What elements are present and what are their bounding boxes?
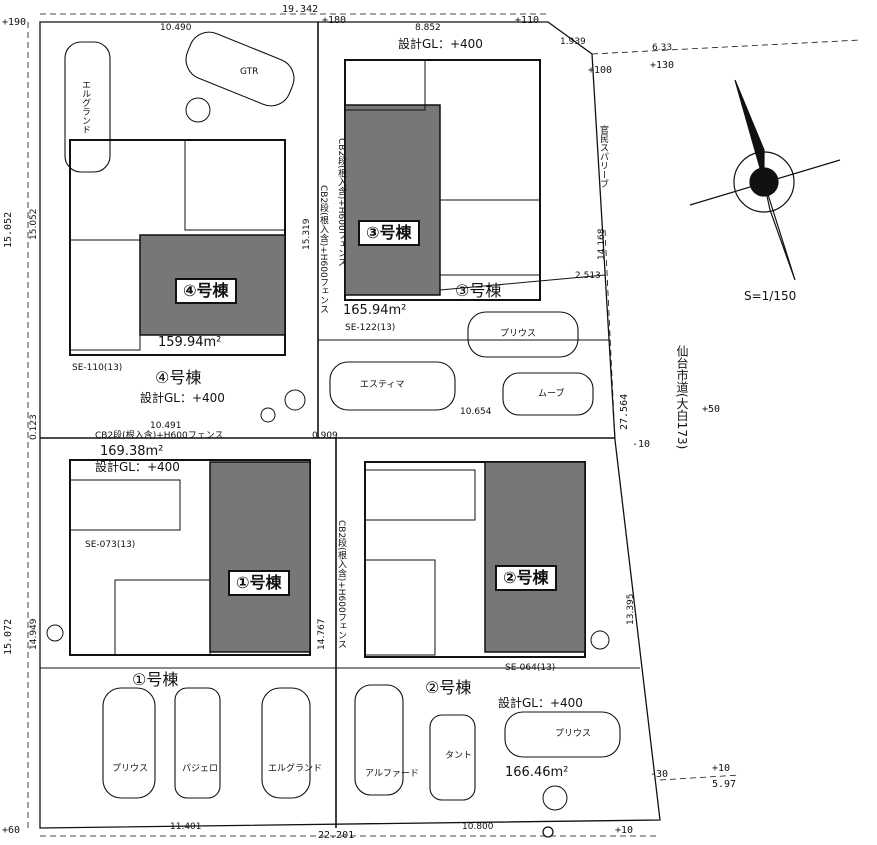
car-label-8: アルファード (365, 769, 419, 779)
dim-mid-right: 10.654 (460, 407, 492, 417)
dim-top-total: 19.342 (282, 4, 319, 15)
level-top-right: +110 (515, 15, 540, 26)
car-label-10: プリウス (555, 729, 592, 739)
house-4-area: 159.94m² (158, 335, 222, 350)
house-3-caption: ③号棟 (455, 281, 502, 300)
house-2-area: 166.46m² (505, 765, 569, 780)
car-label-4: エスティマ (360, 380, 405, 390)
house-3-se: SE-122(13) (345, 323, 396, 333)
house-2-se: SE-064(13) (505, 663, 556, 673)
fence-label-lot2: CB2段(根入含)+H600フェンス (336, 520, 346, 649)
house-4-caption: ④号棟 (155, 368, 202, 387)
dim-v-house1: 14.767 (317, 618, 327, 651)
car-label-1: エルグランド (80, 80, 90, 134)
car-label-7: パジェロ (182, 764, 219, 774)
house-2-label: ②号棟 (495, 565, 557, 591)
house-4-gl: 設計GL：+400 (140, 391, 225, 405)
house-4-label: ④号棟 (175, 278, 237, 304)
dim-top-right-lot: 8.852 (415, 23, 441, 33)
dim-left-upper-inner: 15.052 (29, 208, 39, 241)
north-arrow (689, 79, 841, 281)
dim-mid-gap: 0.909 (312, 431, 338, 441)
dim-v-house2: 13.395 (626, 593, 636, 626)
house-4-se: SE-110(13) (72, 363, 123, 373)
fence-label-lot4: CB2段(根入含)+H600フェンス (318, 185, 328, 314)
site-boundary (39, 21, 661, 829)
house-2-gl: 設計GL：+400 (498, 696, 583, 710)
house-1-area: 169.38m² (100, 444, 164, 459)
house-1-label: ①号棟 (228, 570, 290, 596)
level-road-mid-low: -10 (632, 439, 651, 450)
car-label-2: GTR (240, 67, 259, 77)
level-road-right: +10 (712, 763, 731, 774)
house-3-area: 165.94m² (343, 303, 407, 318)
level-top-mid: +180 (322, 15, 347, 26)
level-corner-b: +130 (650, 60, 675, 71)
dim-small-a: 2.513 (575, 271, 601, 281)
scale-label: S=1/150 (744, 289, 797, 303)
dim-top-corner: 6.33 (652, 43, 673, 53)
slope-label: 官民スパリーブ (598, 125, 608, 188)
dim-v-house3: 14.168 (597, 228, 607, 261)
road-name: 仙台市道(大白173) (675, 345, 689, 450)
car-label-11: エルグランド (268, 764, 323, 774)
dim-road-bottom: 5.97 (712, 779, 737, 790)
car-label-3: プリウス (500, 329, 537, 339)
dim-left-gap: 0.123 (29, 414, 39, 440)
level-bottom-left: +60 (2, 825, 21, 836)
house-1-se: SE-073(13) (85, 540, 136, 550)
dim-mid-left: 10.491 (150, 421, 182, 431)
dim-bottom-total: 22.201 (318, 830, 355, 841)
dim-left-lower-inner: 14.949 (29, 618, 39, 651)
house-1-caption: ①号棟 (132, 670, 179, 689)
car-label-9: タント (445, 751, 473, 761)
house-3-label: ③号棟 (358, 220, 420, 246)
car-label-6: プリウス (112, 764, 149, 774)
house-2-caption: ②号棟 (425, 678, 472, 697)
level-road-bottom: -30 (650, 769, 669, 780)
dim-bottom-right-lot: 10.800 (462, 822, 494, 832)
dim-top-left-lot: 10.490 (160, 23, 192, 33)
house-1-gl: 設計GL：+400 (95, 460, 180, 474)
house-1-fence: CB2段(根入含)+H600フェンス (95, 431, 224, 441)
dim-left-upper: 15.052 (3, 211, 14, 248)
level-bottom-right: +10 (615, 825, 634, 836)
fence-label-lot3: CB2段(根入含)+H600フェンス (336, 138, 346, 267)
level-corner-a: +100 (588, 65, 613, 76)
house-3-gl: 設計GL：+400 (398, 37, 483, 51)
car-label-5: ムーブ (538, 389, 565, 399)
dim-v-house4: 15.319 (302, 218, 312, 251)
dim-bottom-left-lot: 11.401 (170, 822, 202, 832)
dim-left-lower: 15.072 (3, 618, 14, 655)
level-road-mid: +50 (702, 404, 721, 415)
level-top-left: +190 (2, 17, 27, 28)
dim-road-frontage: 27.564 (619, 393, 630, 430)
dim-corner-small: 1.939 (560, 37, 586, 47)
